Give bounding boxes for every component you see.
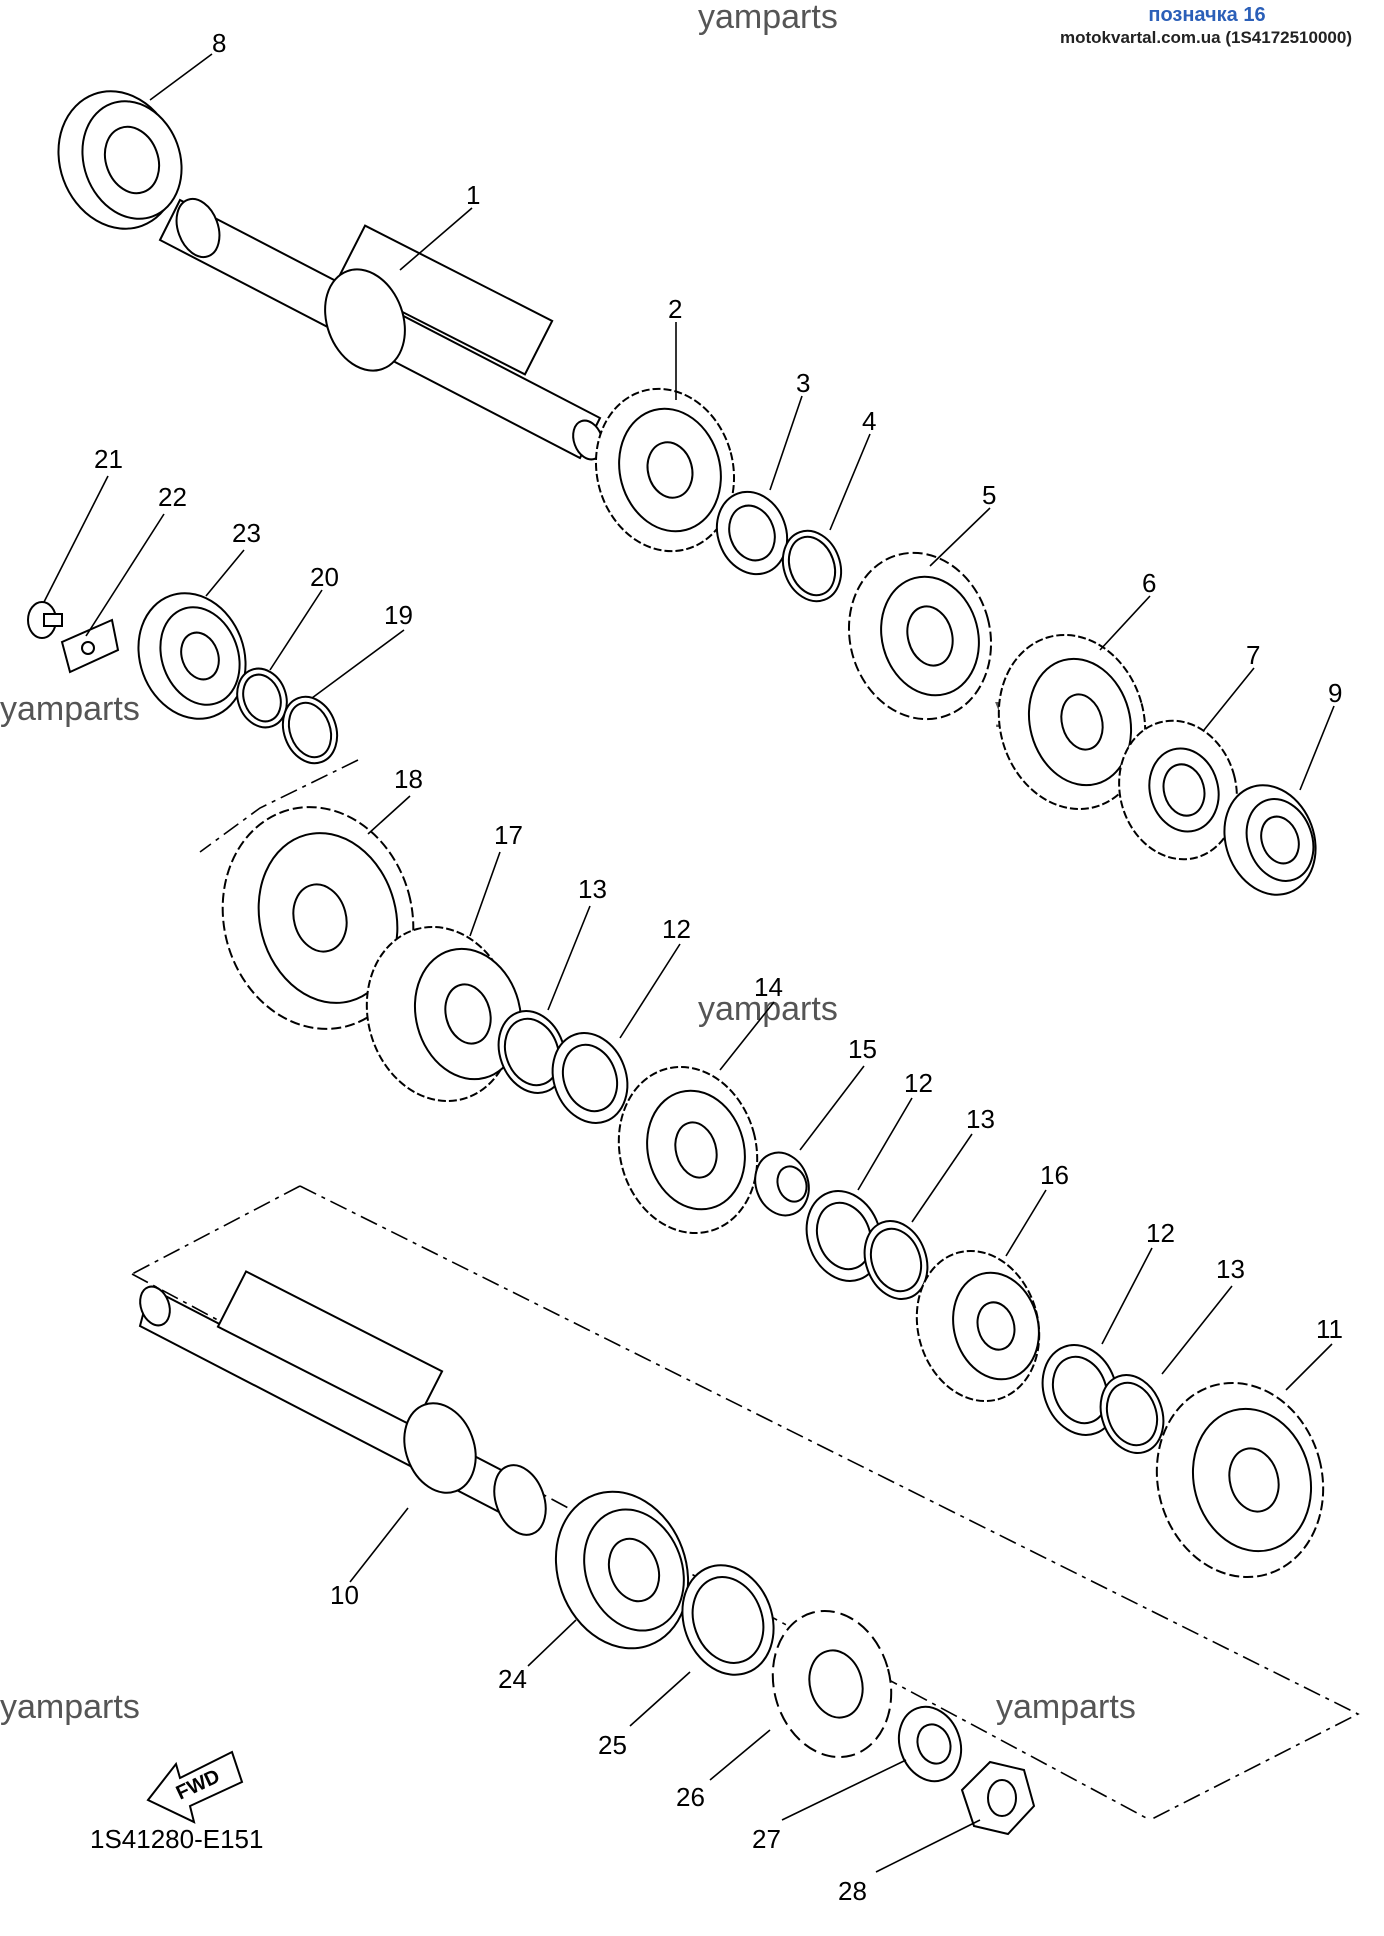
callout-3: 3 [796,368,810,398]
plate-22 [60,618,120,674]
circlip-20 [236,667,288,729]
watermark-left: yamparts [0,690,140,728]
header-subtitle: motokvartal.com.ua (1S4172510000) [1060,28,1352,47]
callout-13b: 13 [966,1104,995,1134]
callout-2: 2 [668,294,682,324]
circlip-4 [781,529,843,603]
gear-11 [1155,1381,1325,1579]
callout-15: 15 [848,1034,877,1064]
callout-21: 21 [94,444,123,474]
callout-22: 22 [158,482,187,512]
callout-19: 19 [384,600,413,630]
bearing-9 [1223,784,1317,896]
circlip-13b [863,1220,929,1300]
gear-7 [1118,719,1238,861]
bearing-23 [137,592,247,720]
callout-26: 26 [676,1782,705,1812]
watermark-bottom-left: yamparts [0,1688,140,1726]
callout-24: 24 [498,1664,527,1694]
callout-18: 18 [394,764,423,794]
callout-11: 11 [1316,1314,1343,1344]
gear-5 [847,551,993,721]
circlip-13c [1099,1374,1165,1454]
fwd-arrow-icon: FWD [146,1750,244,1824]
callout-13a: 13 [578,874,607,904]
gear-14 [617,1065,759,1235]
callout-28: 28 [838,1876,867,1906]
circlip-13a [497,1010,567,1094]
bushing-15 [754,1151,810,1217]
callout-6: 6 [1142,568,1156,598]
callout-16: 16 [1040,1160,1069,1190]
washer-12b [805,1190,883,1282]
gear-17 [365,925,523,1103]
gear-6 [997,633,1147,811]
gear-18 [221,806,415,1030]
washer-12a [551,1032,629,1124]
bolt-21 [27,601,63,639]
callout-13c: 13 [1216,1254,1245,1284]
gear-16 [915,1249,1041,1403]
leader-lines [43,53,1335,1873]
callout-14: 14 [754,972,783,1002]
main-shaft-1 [158,197,604,461]
callout-20: 20 [310,562,339,592]
callout-5: 5 [982,480,996,510]
washer-19 [281,695,339,765]
watermark-top: yamparts [698,0,838,36]
callout-10: 10 [330,1580,359,1610]
callout-23: 23 [232,518,261,548]
callout-12b: 12 [904,1068,933,1098]
gear-2 [594,387,736,553]
bearing-24 [554,1490,690,1650]
callout-12a: 12 [662,914,691,944]
watermark-bottom-right: yamparts [996,1688,1136,1726]
sprocket-26 [771,1609,893,1759]
callout-4: 4 [862,406,876,436]
callout-1: 1 [466,180,480,210]
nut-28 [960,1760,1036,1836]
callout-9: 9 [1328,678,1342,708]
dash-box-bottom [131,1185,1360,1821]
seal-25 [681,1564,775,1676]
header-title: позначка 16 [1148,4,1266,26]
callout-7: 7 [1246,640,1260,670]
callout-27: 27 [752,1824,781,1854]
callout-12c: 12 [1146,1218,1175,1248]
bearing-8 [57,90,183,230]
washer-3 [715,490,789,576]
callout-17: 17 [494,820,523,850]
callout-8: 8 [212,28,226,58]
callout-25: 25 [598,1730,627,1760]
drive-shaft-10 [138,1270,547,1536]
lock-washer-27 [897,1705,963,1783]
dash-line-top [199,759,359,853]
diagram-code: 1S41280-E151 [90,1824,263,1854]
